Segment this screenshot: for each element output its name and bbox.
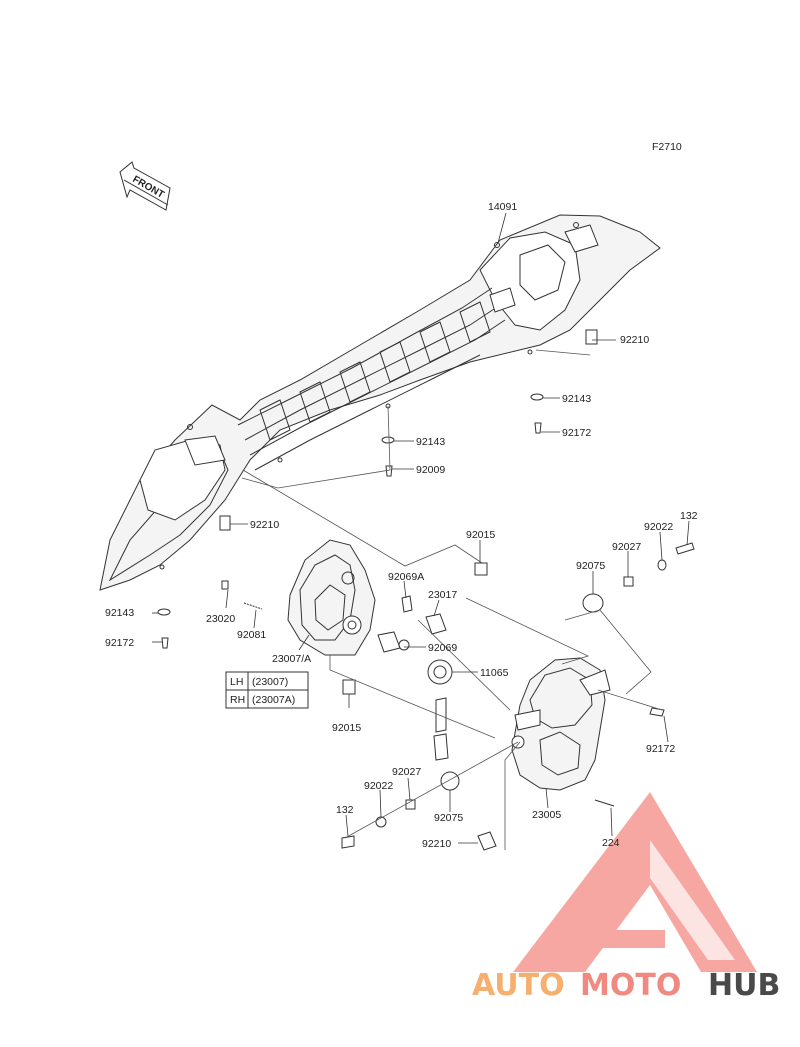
watermark-text-hub: HUB	[708, 968, 780, 1003]
watermark-text-auto: AUTO	[472, 968, 565, 1003]
part-label: 132	[336, 804, 354, 816]
legend-part-rh: (23007A)	[252, 694, 295, 706]
part-label: 23017	[428, 589, 457, 601]
washer-92022	[375, 559, 667, 828]
headlight-lh	[287, 539, 376, 656]
legend-part-lh: (23007)	[252, 676, 288, 688]
part-labels: 14091 92210 92143 92172 92143 92009 9221…	[105, 201, 698, 850]
part-label: 92022	[364, 780, 393, 792]
part-label: 92069A	[388, 571, 424, 583]
clip-92210	[219, 329, 598, 851]
spring-92081	[243, 602, 263, 610]
part-label: 92172	[562, 427, 591, 439]
part-label: 23005	[532, 809, 561, 821]
part-label: 92015	[332, 722, 361, 734]
part-label: 92210	[620, 334, 649, 346]
part-label: 92027	[612, 541, 641, 553]
bulb-socket-23017	[425, 613, 447, 635]
front-arrow-icon	[119, 161, 171, 211]
part-label: 92009	[416, 464, 445, 476]
part-label: 92022	[644, 521, 673, 533]
legend-side-rh: RH	[230, 694, 245, 706]
part-label: 92210	[422, 838, 451, 850]
screw-92172	[161, 422, 665, 717]
part-label: 92069	[428, 642, 457, 654]
part-label: 92143	[562, 393, 591, 405]
bulb-socket-92069	[377, 631, 410, 653]
side-legend: LH (23007) RH (23007A)	[225, 671, 309, 709]
part-label: 23007/A	[272, 653, 311, 665]
grommet-92075	[440, 593, 604, 791]
part-label: 14091	[488, 201, 517, 213]
leader-lines	[152, 212, 690, 844]
screw-224	[594, 799, 615, 807]
part-label: 92027	[392, 766, 421, 778]
part-label: 92075	[576, 560, 605, 572]
watermark: AUTO MOTO HUB	[472, 968, 780, 1003]
headlight-cowl	[99, 214, 661, 591]
legend-side-lh: LH	[230, 676, 243, 688]
bulb-11065	[427, 659, 453, 761]
reference-lines	[241, 349, 663, 850]
headlight-rh	[511, 657, 611, 791]
part-label: 92075	[434, 812, 463, 824]
part-label: 23020	[206, 613, 235, 625]
part-label: 132	[680, 510, 698, 522]
screw-23020	[221, 580, 229, 590]
bolt-132	[341, 542, 695, 849]
watermark-logo-icon	[513, 792, 757, 972]
part-label: 92081	[237, 629, 266, 641]
part-label: 92172	[105, 637, 134, 649]
washer-92143	[157, 393, 544, 616]
bulb-92069a	[401, 595, 413, 613]
part-label: 11065	[480, 667, 509, 679]
part-label: 224	[602, 837, 620, 849]
part-label: 92210	[250, 519, 279, 531]
part-label: 92143	[416, 436, 445, 448]
part-label: 92143	[105, 607, 134, 619]
watermark-text-moto: MOTO	[580, 968, 681, 1003]
diagram-code: F2710	[652, 141, 682, 153]
part-label: 92172	[646, 743, 675, 755]
part-label: 92015	[466, 529, 495, 541]
